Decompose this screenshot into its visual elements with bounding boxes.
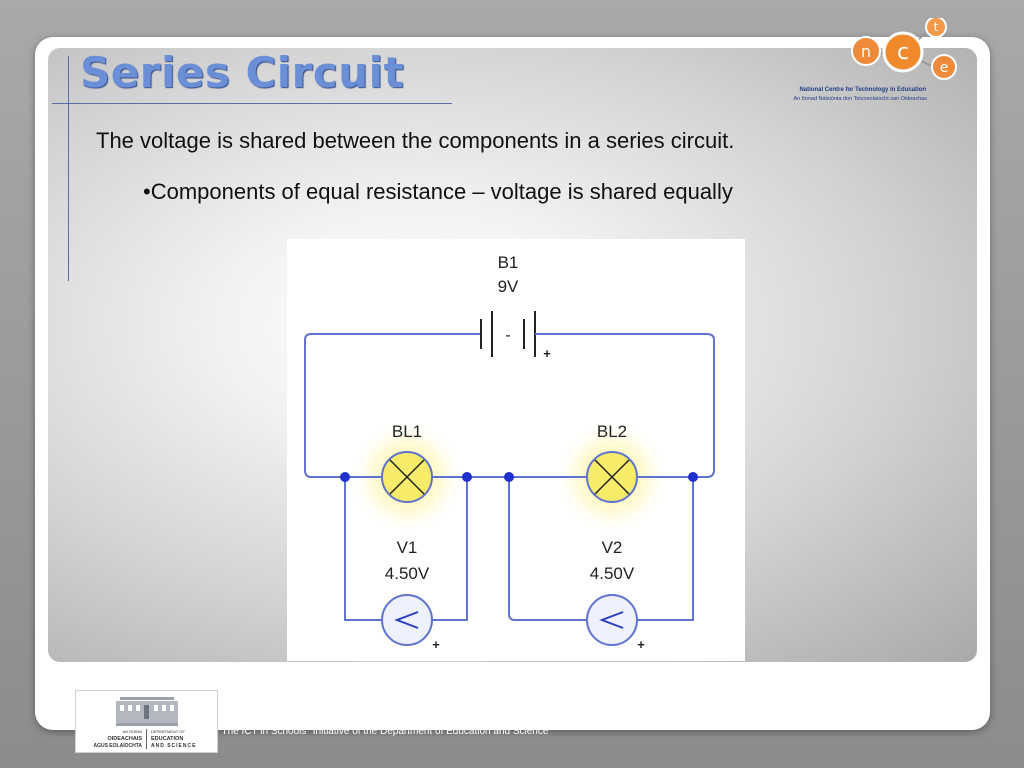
- title-underline: [52, 103, 452, 104]
- battery-name: B1: [498, 253, 519, 272]
- junction-dot-4: [688, 472, 698, 482]
- bulb2-label: BL2: [597, 422, 627, 441]
- dept-english-2: EDUCATION: [151, 736, 183, 742]
- building-icon: [116, 697, 178, 726]
- battery-value: 9V: [498, 277, 519, 296]
- meter2-label: V2: [602, 538, 623, 557]
- battery-symbol: [447, 311, 569, 357]
- logo-circle-t: [925, 18, 947, 38]
- meter1-label: V1: [397, 538, 418, 557]
- wire-top-left: [304, 333, 447, 478]
- logo-letter-t: t: [934, 20, 939, 34]
- wire-v2-loop: [508, 477, 694, 621]
- wire-v1-loop: [344, 477, 468, 621]
- meter1-symbol: [381, 594, 433, 646]
- battery-minus: -: [505, 327, 510, 344]
- meter1-value: 4.50V: [385, 564, 430, 583]
- ncte-logo: n c t e National Centre for Technology i…: [793, 18, 957, 102]
- logo-circle-n: [851, 36, 881, 66]
- accent-vertical-line: [68, 56, 69, 281]
- dept-irish-1: AN ROINN: [122, 729, 142, 734]
- dept-irish-2: OIDEACHAIS: [107, 736, 142, 742]
- junction-dot-1: [340, 472, 350, 482]
- bullet-text: •Components of equal resistance – voltag…: [143, 179, 733, 204]
- circuit-diagram: - + B1 9V BL1 BL2 V1 4.50V + V2 4.50V +: [287, 239, 745, 661]
- department-logo: AN ROINN OIDEACHAIS AGUS EOLAÍOCHTA DEPA…: [75, 690, 218, 753]
- logo-line2: An tIonad Náisiúnta don Teicneolaíocht s…: [793, 96, 927, 102]
- logo-letter-c: c: [897, 40, 909, 65]
- slide-title: Series Circuit: [80, 48, 405, 97]
- battery-plus: +: [543, 346, 551, 361]
- logo-circle-c: [882, 31, 924, 73]
- dept-english-1: DEPARTMENT OF: [151, 729, 185, 734]
- body-text: The voltage is shared between the compon…: [96, 128, 735, 153]
- meter2-plus: +: [637, 637, 645, 652]
- wire-top-right: [569, 333, 715, 478]
- bulb2-symbol: [586, 451, 638, 503]
- junction-dot-3: [504, 472, 514, 482]
- logo-letter-e: e: [940, 60, 949, 76]
- dept-irish-3: AGUS EOLAÍOCHTA: [93, 741, 142, 749]
- logo-letter-n: n: [861, 42, 871, 61]
- bulb1-label: BL1: [392, 422, 422, 441]
- junction-dots: [340, 472, 698, 482]
- meter1-plus: +: [432, 637, 440, 652]
- logo-line1: National Centre for Technology in Educat…: [799, 87, 926, 93]
- footer-text: "The ICT in Schools" Initiative of the D…: [218, 726, 549, 737]
- bulb1-symbol: [381, 451, 433, 503]
- junction-dot-2: [462, 472, 472, 482]
- dept-english-3: AND SCIENCE: [151, 743, 196, 749]
- logo-circle-e: [931, 54, 957, 80]
- meter2-value: 4.50V: [590, 564, 635, 583]
- meter2-symbol: [586, 594, 638, 646]
